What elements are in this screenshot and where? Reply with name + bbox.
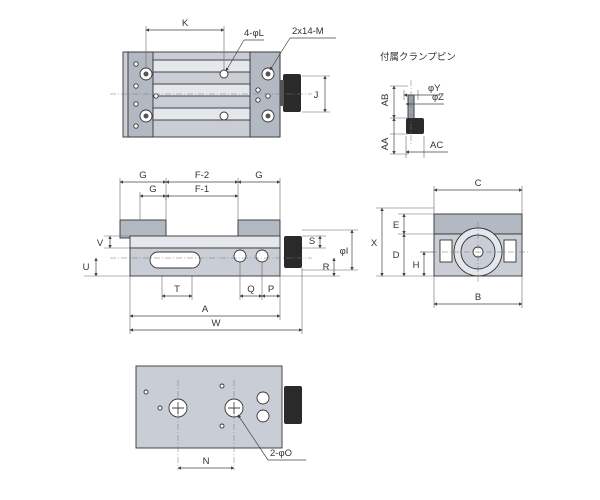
front-view-hole-1 (233, 249, 247, 263)
front-view-upper-slide (129, 235, 281, 249)
top-view-left-block (127, 51, 154, 138)
top-view: K 4-φL 2x14-M J (110, 18, 336, 138)
clamp-pin-view: 付属クランプピン φY φZ AB AA AC (380, 52, 456, 158)
dim-S: S (309, 236, 315, 247)
dim-phiZ: φZ (432, 92, 444, 103)
dim-G-inner: G (149, 184, 156, 195)
front-view-right-jaw (237, 219, 281, 239)
dim-phiY: φY (428, 83, 441, 94)
clamp-pin-title: 付属クランプピン (380, 52, 456, 63)
top-view-tapped-holes (133, 61, 275, 129)
dim-D: D (393, 250, 400, 261)
top-view-rail-3 (152, 107, 251, 121)
bottom-view-hole-4 (256, 409, 270, 423)
dim-Q: Q (247, 284, 254, 295)
dim-C: C (475, 178, 482, 189)
dim-G-right: G (255, 170, 262, 181)
dim-U: U (83, 262, 90, 273)
dim-F-1: F-1 (195, 184, 209, 195)
dim-J: J (314, 90, 319, 101)
bottom-view-knob (284, 386, 302, 424)
dim-phiI: φI (340, 246, 349, 257)
dim-B: B (475, 292, 481, 303)
clamp-pin-head (406, 118, 424, 134)
dim-R: R (323, 262, 330, 273)
front-view-knob (284, 236, 302, 268)
dim-E: E (393, 220, 399, 231)
bottom-view: N 2-φO (135, 365, 306, 470)
dim-2x14-M: 2x14-M (292, 26, 324, 37)
front-view-hole-2 (255, 249, 269, 263)
dim-T: T (174, 284, 180, 295)
top-view-knob (283, 74, 301, 112)
dim-F-2: F-2 (195, 170, 209, 181)
side-view: C E X D H B (371, 178, 530, 308)
dim-P: P (268, 284, 274, 295)
dim-AB: AB (380, 94, 391, 107)
dim-W: W (212, 318, 221, 329)
dim-AC: AC (430, 140, 443, 151)
top-view-knob-shaft (280, 80, 284, 106)
front-view: G F-2 G G F-1 V U S R φI (83, 170, 358, 334)
dim-4-phiL: 4-φL (244, 28, 264, 39)
top-view-rail-1 (152, 59, 251, 73)
dim-N: N (203, 456, 210, 467)
front-view-left-jaw (119, 219, 167, 239)
dim-AA: AA (380, 137, 391, 150)
side-view-left-slot (439, 239, 453, 263)
bottom-view-hole-3 (256, 391, 270, 405)
front-view-slot (149, 251, 201, 269)
side-view-right-slot (503, 239, 517, 263)
dim-A: A (202, 304, 209, 315)
dim-H: H (413, 260, 420, 271)
dim-2-phiO: 2-φO (270, 448, 292, 459)
top-view-right-block (249, 51, 281, 138)
dim-G-left: G (139, 170, 146, 181)
dim-V: V (97, 238, 104, 249)
dim-K: K (182, 18, 189, 29)
top-view-rail-2 (152, 83, 251, 97)
dim-X: X (371, 238, 378, 249)
